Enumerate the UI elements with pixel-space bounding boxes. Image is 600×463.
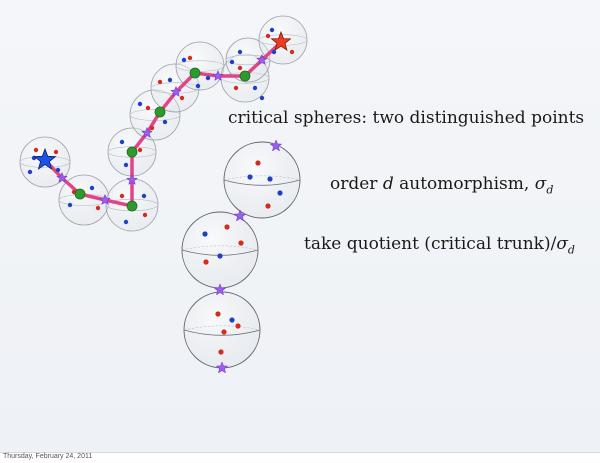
- green-node: [126, 200, 138, 212]
- blue-dot: [229, 317, 235, 323]
- blue-dot: [237, 49, 243, 55]
- red-dot: [187, 55, 193, 61]
- blue-dot: [259, 95, 265, 101]
- blue-dot: [119, 139, 125, 145]
- blue-dot: [267, 176, 273, 182]
- purple-star: [56, 171, 68, 183]
- purple-star: [212, 69, 224, 81]
- red-dot: [149, 125, 155, 131]
- red-dot: [145, 105, 151, 111]
- green-node: [154, 106, 166, 118]
- green-node: [239, 70, 251, 82]
- red-dot: [289, 49, 295, 55]
- green-node: [74, 188, 86, 200]
- green-node: [189, 67, 201, 79]
- red-dot: [255, 160, 261, 166]
- red-dot: [233, 85, 239, 91]
- purple-star: [233, 209, 247, 222]
- red-dot: [203, 259, 209, 265]
- slide: critical spheres: two distinguished poin…: [0, 0, 600, 452]
- blue-dot: [27, 169, 33, 175]
- caption-quotient: take quotient (critical trunk)/σd: [304, 234, 575, 257]
- red-dot: [221, 329, 227, 335]
- blue-dot: [195, 83, 201, 89]
- purple-star: [126, 173, 138, 185]
- blue-dot: [247, 174, 253, 180]
- green-node: [126, 146, 138, 158]
- trunk-sphere: [223, 141, 301, 219]
- green-nodes: [74, 67, 251, 212]
- blue-dot: [181, 57, 187, 63]
- purple-star: [213, 283, 227, 296]
- red-dot: [137, 147, 143, 153]
- blue-dot: [271, 49, 277, 55]
- purple-star: [269, 139, 283, 152]
- critical-trunk: [181, 139, 301, 374]
- blue-dot: [205, 75, 211, 81]
- purple-star: [141, 126, 153, 138]
- blue-dot: [67, 202, 73, 208]
- red-dot: [218, 349, 224, 355]
- trunk-equator: [183, 329, 261, 336]
- sphere-dots: [27, 27, 295, 225]
- blue-dot: [229, 59, 235, 65]
- red-dot: [235, 323, 241, 329]
- blue-dot: [167, 77, 173, 83]
- red-dot: [157, 79, 163, 85]
- sphere-tree-diagram: [19, 15, 308, 374]
- red-dot: [265, 33, 271, 39]
- blue-dot: [202, 231, 208, 237]
- red-dot: [53, 149, 59, 155]
- trunk-sphere: [181, 211, 259, 289]
- trunk-equator: [223, 179, 301, 186]
- blue-dot: [137, 101, 143, 107]
- purple-stars: [33, 30, 292, 205]
- blue-dot: [141, 193, 147, 199]
- red-dot: [142, 212, 148, 218]
- blue-dot: [217, 253, 223, 259]
- big-blue-star: [33, 147, 57, 170]
- caption-automorphism: order d automorphism, σd: [330, 174, 554, 197]
- red-dot: [215, 311, 221, 317]
- footer-bar: Thursday, February 24, 2011: [0, 452, 600, 463]
- blue-dot: [89, 185, 95, 191]
- blue-dot: [252, 85, 258, 91]
- red-dot: [179, 95, 185, 101]
- trunk-back-equator: [181, 245, 259, 251]
- blue-dot: [55, 167, 61, 173]
- blue-dot: [269, 27, 275, 33]
- purple-star: [256, 53, 268, 65]
- red-dot: [237, 65, 243, 71]
- red-dot: [33, 147, 39, 153]
- purple-star: [170, 85, 182, 97]
- red-dot: [95, 205, 101, 211]
- big-red-star: [270, 30, 292, 52]
- blue-dot: [277, 190, 283, 196]
- red-dot: [224, 224, 230, 230]
- trunk-back-equator: [223, 175, 301, 181]
- blue-dot: [123, 162, 129, 168]
- purple-star: [99, 193, 111, 205]
- caption-critical-spheres: critical spheres: two distinguished poin…: [228, 108, 585, 128]
- blue-dot: [123, 219, 129, 225]
- red-dot: [238, 240, 244, 246]
- red-dot: [265, 203, 271, 209]
- blue-dot: [162, 119, 168, 125]
- trunk-back-equator: [183, 325, 261, 331]
- trunk-sphere: [183, 291, 261, 369]
- purple-star: [215, 361, 229, 374]
- red-dot: [119, 193, 125, 199]
- footer-date: Thursday, February 24, 2011: [3, 453, 93, 460]
